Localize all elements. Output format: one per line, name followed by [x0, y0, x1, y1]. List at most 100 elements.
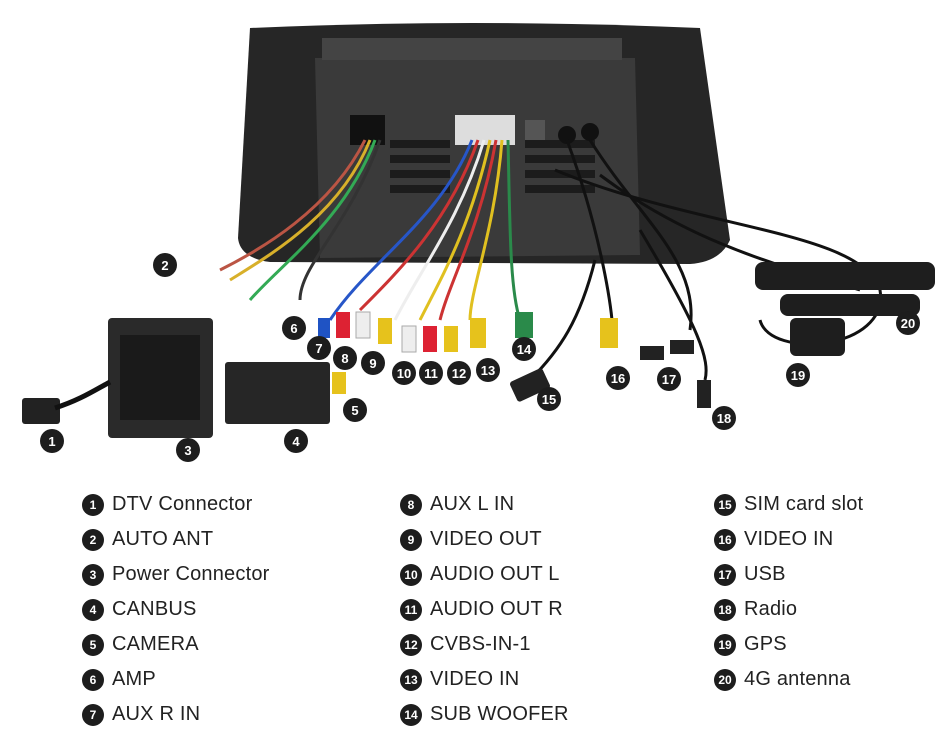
callout-9: 9	[361, 351, 385, 375]
legend-item: 2 AUTO ANT	[82, 522, 270, 557]
legend-item: 1 DTV Connector	[82, 487, 270, 522]
legend-number: 16	[714, 528, 736, 551]
legend-column-1: 1 DTV Connector 2 AUTO ANT 3 Power Connecto…	[82, 487, 270, 732]
legend-item: 16 VIDEO IN	[714, 522, 863, 557]
legend-label: VIDEO OUT	[430, 528, 542, 550]
legend-label: AMP	[112, 668, 156, 690]
legend-label: GPS	[744, 633, 787, 655]
gps-socket	[558, 126, 576, 144]
legend-label: 4G antenna	[744, 668, 851, 690]
legend-label: DTV Connector	[112, 493, 253, 515]
legend-label: AUDIO OUT L	[430, 563, 560, 585]
legend-label: CANBUS	[112, 598, 197, 620]
legend-label: AUDIO OUT R	[430, 598, 563, 620]
sim-slot-module	[510, 368, 550, 402]
legend-item: 19 GPS	[714, 627, 863, 662]
rca-plugs	[318, 311, 618, 394]
legend-number: 13	[400, 668, 422, 691]
callout-12: 12	[447, 361, 471, 385]
legend-label: SUB WOOFER	[430, 703, 569, 725]
legend-number: 7	[82, 703, 104, 726]
legend-item: 7 AUX R IN	[82, 697, 270, 732]
rca-socket-block	[455, 115, 515, 145]
legend-label: VIDEO IN	[430, 668, 520, 690]
radio-plug	[697, 380, 711, 408]
gps-antenna	[790, 318, 845, 356]
legend-item: 4 CANBUS	[82, 592, 270, 627]
callout-17: 17	[657, 367, 681, 391]
radio-socket	[581, 123, 599, 141]
legend-number: 10	[400, 563, 422, 586]
legend-number: 11	[400, 598, 422, 621]
legend-column-3: 15 SIM card slot 16 VIDEO IN 17 USB 18 Radio…	[714, 487, 863, 697]
legend-label: CAMERA	[112, 633, 199, 655]
legend-label: AUX R IN	[112, 703, 201, 725]
legend-item: 6 AMP	[82, 662, 270, 697]
callout-5: 5	[343, 398, 367, 422]
legend-label: SIM card slot	[744, 493, 864, 515]
legend-item: 8 AUX L IN	[400, 487, 569, 522]
usb-plug-1	[640, 346, 664, 360]
legend-item: 18 Radio	[714, 592, 863, 627]
callout-11: 11	[419, 361, 443, 385]
legend-item: 11 AUDIO OUT R	[400, 592, 569, 627]
callout-4: 4	[284, 429, 308, 453]
callout-15: 15	[537, 387, 561, 411]
legend-number: 19	[714, 633, 736, 656]
legend-number: 14	[400, 703, 422, 726]
usb-plug-2	[670, 340, 694, 354]
legend-item: 20 4G antenna	[714, 662, 863, 697]
callout-8: 8	[333, 346, 357, 370]
antenna-socket	[525, 120, 545, 140]
callout-6: 6	[282, 316, 306, 340]
legend-number: 9	[400, 528, 422, 551]
legend-label: Power Connector	[112, 563, 270, 585]
legend-item: 5 CAMERA	[82, 627, 270, 662]
4g-antenna-2	[780, 294, 920, 316]
legend-number: 1	[82, 493, 104, 516]
legend-item: 3 Power Connector	[82, 557, 270, 592]
vent-grille	[390, 140, 595, 193]
legend-label: USB	[744, 563, 786, 585]
callout-7: 7	[307, 336, 331, 360]
callout-16: 16	[606, 366, 630, 390]
legend-number: 4	[82, 598, 104, 621]
legend-number: 20	[714, 668, 736, 691]
callout-2: 2	[153, 253, 177, 277]
product-photo	[22, 23, 935, 438]
legend-item: 12 CVBS-IN-1	[400, 627, 569, 662]
legend-item: 14 SUB WOOFER	[400, 697, 569, 732]
callout-20: 20	[896, 311, 920, 335]
legend-item: 15 SIM card slot	[714, 487, 863, 522]
legend-number: 6	[82, 668, 104, 691]
legend-number: 5	[82, 633, 104, 656]
legend-item: 17 USB	[714, 557, 863, 592]
legend-label: AUTO ANT	[112, 528, 214, 550]
legend-number: 17	[714, 563, 736, 586]
legend-label: CVBS-IN-1	[430, 633, 531, 655]
legend-number: 3	[82, 563, 104, 586]
callout-3: 3	[176, 438, 200, 462]
callout-13: 13	[476, 358, 500, 382]
legend-label: Radio	[744, 598, 798, 620]
dtv-connector	[22, 398, 60, 424]
legend-column-2: 8 AUX L IN 9 VIDEO OUT 10 AUDIO OUT L 11 AUD…	[400, 487, 569, 732]
callout-1: 1	[40, 429, 64, 453]
4g-antenna-1	[755, 262, 935, 290]
callout-10: 10	[392, 361, 416, 385]
callout-19: 19	[786, 363, 810, 387]
legend-number: 12	[400, 633, 422, 656]
legend-number: 15	[714, 493, 736, 516]
callout-14: 14	[512, 337, 536, 361]
legend-number: 8	[400, 493, 422, 516]
legend-item: 13 VIDEO IN	[400, 662, 569, 697]
legend-item: 9 VIDEO OUT	[400, 522, 569, 557]
legend-number: 18	[714, 598, 736, 621]
legend-label: AUX L IN	[430, 493, 515, 515]
callout-18: 18	[712, 406, 736, 430]
canbus-box	[225, 362, 330, 424]
legend-label: VIDEO IN	[744, 528, 834, 550]
legend-number: 2	[82, 528, 104, 551]
legend-item: 10 AUDIO OUT L	[400, 557, 569, 592]
back-panel-top-strip	[322, 38, 622, 60]
